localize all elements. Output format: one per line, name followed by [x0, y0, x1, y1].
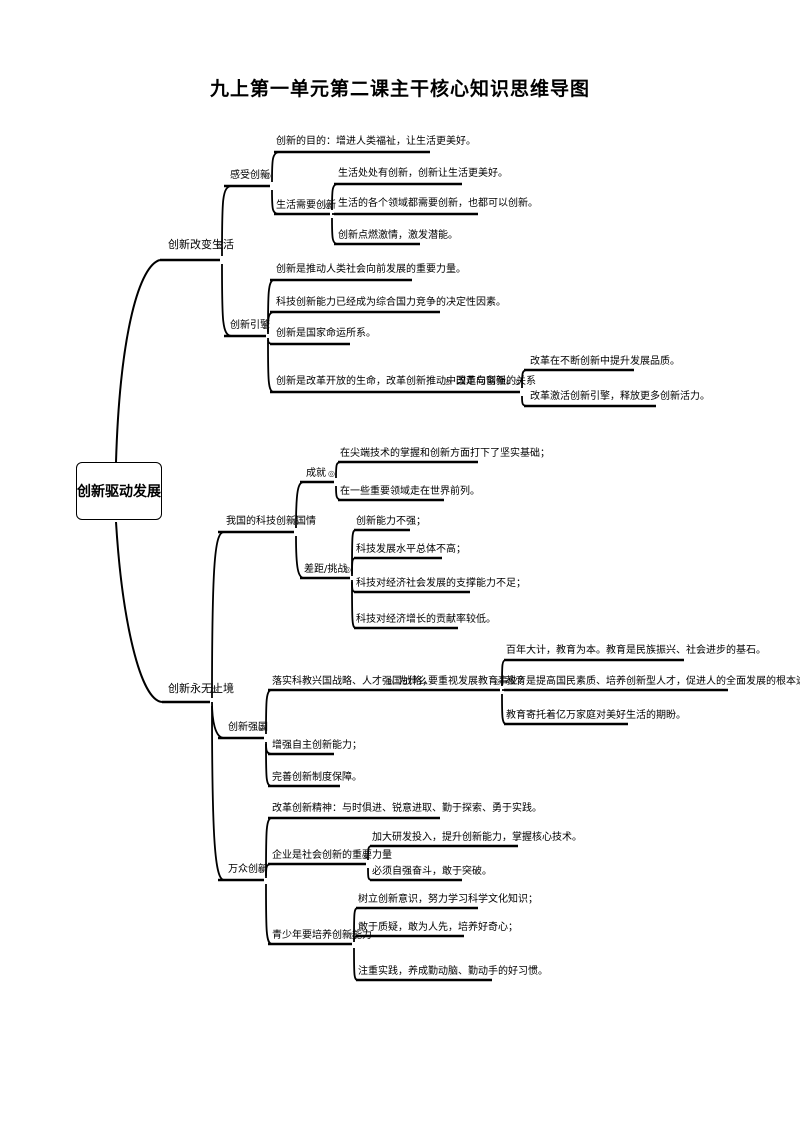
leaf-engine-3: 创新是国家命运所系。	[276, 328, 376, 339]
leaf-why-3: 教育寄托着亿万家庭对美好生活的期盼。	[506, 710, 686, 721]
collapse-icon: ◎	[348, 931, 355, 940]
leaf-youth-2: 敢于质疑，敢为人先，培养好奇心；	[358, 922, 518, 933]
connector-root-branch2	[115, 521, 163, 703]
node-gaps-challenges: 差距/挑战	[304, 564, 348, 575]
leaf-achieve-2: 在一些重要领域走在世界前列。	[340, 486, 480, 497]
node-achievements: 成就	[306, 468, 326, 479]
collapse-icon: ◎	[344, 565, 351, 574]
leaf-gap-2: 科技发展水平总体不高；	[356, 544, 466, 555]
leaf-enterprise-1: 加大研发投入，提升创新能力，掌握核心技术。	[372, 832, 582, 843]
leaf-relation-1: 改革在不断创新中提升发展品质。	[530, 356, 680, 367]
collapse-icon: ◎	[258, 865, 265, 874]
node-reform-innovation-relation: 改革与创新的关系	[456, 376, 536, 387]
root-node: 创新驱动发展	[76, 462, 162, 520]
leaf-why-1: 百年大计，教育为本。教育是民族振兴、社会进步的基石。	[506, 645, 766, 656]
collapse-icon: ◎	[216, 240, 223, 249]
leaf-enterprise-2: 必须自强奋斗，敢于突破。	[372, 866, 492, 877]
leaf-engine-4: 创新是改革开放的生命，改革创新推动中国走向富强。	[276, 376, 516, 387]
page-title: 九上第一单元第二课主干核心知识思维导图	[209, 78, 590, 100]
collapse-icon: ◎	[292, 517, 299, 526]
leaf-gap-3: 科技对经济社会发展的支撑能力不足；	[356, 578, 526, 589]
leaf-relation-2: 改革激活创新引擎，释放更多创新活力。	[530, 391, 710, 402]
leaf-why-2: 教育是提高国民素质、培养创新型人才，促进人的全面发展的根本途径。	[506, 676, 800, 687]
branch-innovation-changes-life: 创新改变生活	[168, 238, 234, 251]
leaf-need-3: 创新点燃激情，激发潜能。	[338, 230, 458, 241]
collapse-icon: ◎	[444, 377, 451, 386]
node-mass-innovation: 万众创新	[228, 864, 268, 875]
node-why-education: 为什么要重视发展教育事业？	[398, 676, 528, 687]
leaf-strong-2: 完善创新制度保障。	[272, 772, 362, 783]
collapse-icon: ◎	[258, 723, 265, 732]
collapse-icon: ◎	[514, 377, 521, 386]
leaf-gap-1: 创新能力不强；	[356, 516, 426, 527]
node-innovation-strong-nation: 创新强国	[228, 722, 268, 733]
leaf-youth-1: 树立创新意识，努力学习科学文化知识；	[358, 894, 538, 905]
collapse-icon: ◎	[325, 201, 332, 210]
leaf-strategy: 落实科教兴国战略、人才强国战略；	[272, 676, 432, 687]
node-innovation-engine: 创新引擎	[230, 320, 270, 331]
collapse-icon: ◎	[262, 321, 269, 330]
node-national-tech-status: 我国的科技创新国情	[226, 516, 316, 527]
leaf-reform-spirit: 改革创新精神：与时俱进、锐意进取、勤于探索、勇于实践。	[272, 803, 542, 814]
leaf-need-1: 生活处处有创新，创新让生活更美好。	[338, 168, 508, 179]
node-feel-innovation: 感受创新	[230, 170, 270, 181]
node-youth-innovation: 青少年要培养创新能力	[272, 930, 372, 941]
collapse-icon: ◎	[328, 469, 335, 478]
node-life-needs-innovation: 生活需要创新	[276, 200, 336, 211]
leaf-engine-2: 科技创新能力已经成为综合国力竞争的决定性因素。	[276, 297, 506, 308]
leaf-engine-1: 创新是推动人类社会向前发展的重要力量。	[276, 264, 466, 275]
branch-innovation-never-ends: 创新永无止境	[168, 682, 234, 695]
connector-root-branch1	[115, 259, 161, 463]
leaf-youth-3: 注重实践，养成勤动脑、勤动手的好习惯。	[358, 966, 548, 977]
leaf-strong-1: 增强自主创新能力；	[272, 740, 362, 751]
node-enterprise-force: 企业是社会创新的重要力量	[272, 850, 392, 861]
collapse-icon: ◎	[212, 685, 219, 694]
leaf-need-2: 生活的各个领域都需要创新，也都可以创新。	[338, 198, 538, 209]
leaf-gap-4: 科技对经济增长的贡献率较低。	[356, 614, 496, 625]
collapse-icon: ◎	[362, 851, 369, 860]
collapse-icon: ◎	[386, 677, 393, 686]
collapse-icon: ◎	[494, 677, 501, 686]
leaf-innovation-purpose: 创新的目的：增进人类福祉，让生活更美好。	[276, 136, 476, 147]
leaf-achieve-1: 在尖端技术的掌握和创新方面打下了坚实基础；	[340, 448, 550, 459]
collapse-icon: ◎	[264, 171, 271, 180]
